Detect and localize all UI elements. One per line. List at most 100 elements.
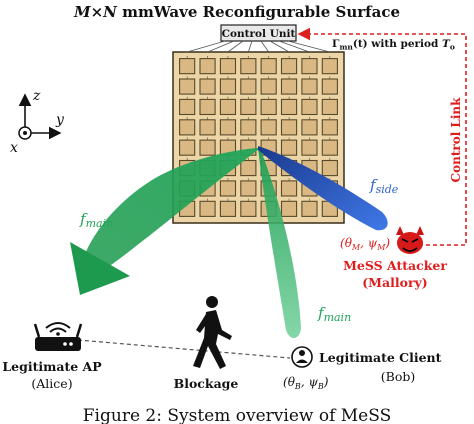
surface-tile	[301, 119, 318, 136]
y-axis-label: y	[55, 112, 65, 128]
client-name: Legitimate Client	[319, 350, 442, 365]
surface-tile	[219, 180, 237, 197]
surface-tile	[179, 98, 196, 116]
control-bus-wire	[247, 40, 253, 53]
control-bus-wire	[227, 40, 244, 53]
z-axis-label: z	[32, 88, 41, 104]
main-beam-head	[70, 242, 130, 295]
f-side-sub: side	[376, 183, 399, 196]
surface-tile	[179, 139, 196, 156]
surface-tile	[219, 58, 237, 75]
surface-tile	[240, 98, 257, 116]
surface-tile	[199, 200, 216, 217]
surface-tile	[260, 78, 277, 95]
title-m: M	[73, 3, 91, 21]
surface-tile	[179, 119, 196, 136]
theta-m-sub: M	[351, 243, 361, 252]
psi-m: ψ	[368, 236, 378, 250]
theta-m: θ	[345, 236, 353, 250]
client-angle-label: (θB, ψB)	[283, 375, 329, 391]
walking-person-icon	[193, 296, 232, 369]
attacker-devil-icon	[396, 226, 424, 254]
f-side-symbol: f	[369, 176, 378, 194]
f-main-sub-down: main	[324, 311, 352, 324]
main-beam-label-left: fmain	[79, 210, 113, 230]
f-main-symbol-down: f	[317, 304, 326, 322]
x-axis-label: x	[10, 140, 18, 156]
surface-tile	[219, 200, 237, 217]
surface-tile	[321, 78, 338, 95]
attacker-alias: (Mallory)	[362, 275, 427, 290]
surface-tile	[321, 139, 338, 156]
surface-tile	[321, 119, 338, 136]
client-alias: (Bob)	[381, 369, 415, 384]
surface-tile	[301, 200, 318, 217]
surface-tile	[240, 58, 257, 75]
ap-alias: (Alice)	[31, 376, 72, 391]
control-bus-wire	[207, 40, 235, 53]
surface-tile	[260, 98, 277, 116]
diagram-title: M×N mmWave Reconfigurable Surface	[73, 3, 400, 21]
surface-tile	[301, 58, 318, 75]
title-rest: mmWave Reconfigurable Surface	[117, 3, 400, 21]
gamma-symbol: Γ	[332, 38, 340, 50]
control-unit-label: Control Unit	[222, 28, 296, 40]
control-bus-wire	[287, 40, 330, 53]
side-beam-label: fside	[369, 176, 399, 196]
f-main-symbol-left: f	[79, 210, 88, 228]
surface-tile	[179, 58, 196, 75]
config-signal-label: Γmn(t) with period To	[332, 38, 455, 52]
surface-tile	[240, 180, 257, 197]
surface-tile	[280, 200, 298, 217]
comma-b: ,	[301, 375, 309, 389]
theta-b: θ	[288, 375, 296, 389]
period-symbol: T	[442, 38, 451, 50]
surface-tile	[240, 119, 257, 136]
surface-tile	[199, 139, 216, 156]
surface-tile	[179, 78, 196, 95]
surface-tile	[240, 200, 257, 217]
main-beam-to-ap	[80, 148, 258, 274]
blockage-label: Blockage	[174, 376, 239, 391]
surface-tile	[280, 180, 298, 197]
main-beam-to-client	[258, 148, 301, 339]
surface-tile	[219, 98, 237, 116]
surface-tile	[199, 58, 216, 75]
surface-tile	[260, 58, 277, 75]
router-icon	[33, 322, 83, 351]
surface-tile	[199, 78, 216, 95]
gamma-subscript: mn	[339, 43, 353, 52]
psi-m-sub: M	[376, 243, 386, 252]
close-m: )	[384, 236, 390, 250]
attacker-name: MeSS Attacker	[343, 258, 447, 273]
surface-backplane	[172, 51, 345, 224]
gamma-argument: (t)	[353, 38, 368, 50]
theta-b-sub: B	[294, 382, 301, 391]
x-axis-dot	[23, 131, 27, 135]
side-beam-to-attacker	[258, 146, 388, 231]
surface-tile	[301, 78, 318, 95]
close-b: )	[323, 375, 329, 389]
surface-tile	[199, 98, 216, 116]
psi-b: ψ	[308, 375, 318, 389]
surface-tile	[280, 78, 298, 95]
surface-tile	[301, 139, 318, 156]
surface-tile	[240, 78, 257, 95]
figure-caption: Figure 2: System overview of MeSS	[83, 406, 391, 424]
ap-client-link	[77, 339, 291, 359]
control-bus-wire	[269, 40, 290, 53]
control-unit-box	[220, 24, 297, 42]
main-beam-label-down: fmain	[317, 304, 351, 324]
surface-tile	[280, 119, 298, 136]
surface-tile	[219, 119, 237, 136]
surface-tile	[321, 58, 338, 75]
config-signal-text: with period	[368, 38, 442, 50]
surface-tile	[199, 119, 216, 136]
surface-tile	[240, 159, 257, 177]
surface-tile	[280, 98, 298, 116]
control-link-label: Control Link	[449, 97, 463, 183]
control-bus-wire	[278, 40, 310, 53]
psi-b-sub: B	[317, 382, 324, 391]
ap-name: Legitimate AP	[2, 359, 102, 374]
surface-tile	[280, 139, 298, 156]
